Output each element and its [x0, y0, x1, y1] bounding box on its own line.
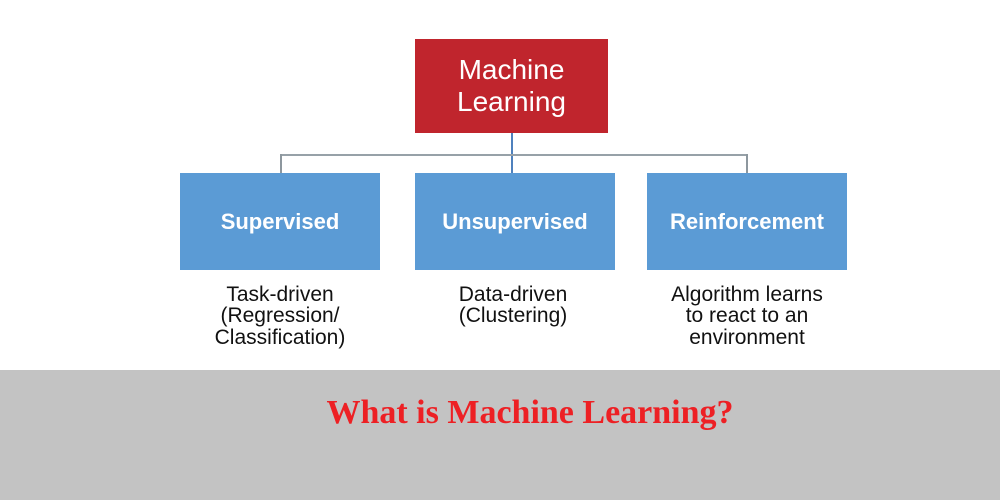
- node-unsupervised: Unsupervised: [415, 173, 615, 270]
- connector-horizontal: [280, 154, 748, 156]
- caption-reinforcement: Algorithm learns to react to an environm…: [671, 283, 823, 349]
- banner-title: What is Machine Learning?: [326, 394, 734, 431]
- connector-left-vertical: [280, 154, 282, 173]
- node-reinforcement: Reinforcement: [647, 173, 847, 270]
- node-machine-learning: Machine Learning: [415, 39, 608, 133]
- connector-right-vertical: [746, 154, 748, 173]
- node-supervised: Supervised: [180, 173, 380, 270]
- connector-center-vertical: [511, 133, 513, 173]
- caption-unsupervised: Data-driven (Clustering): [458, 283, 568, 328]
- caption-supervised: Task-driven (Regression/ Classification): [214, 283, 346, 349]
- banner: What is Machine Learning?: [0, 370, 1000, 500]
